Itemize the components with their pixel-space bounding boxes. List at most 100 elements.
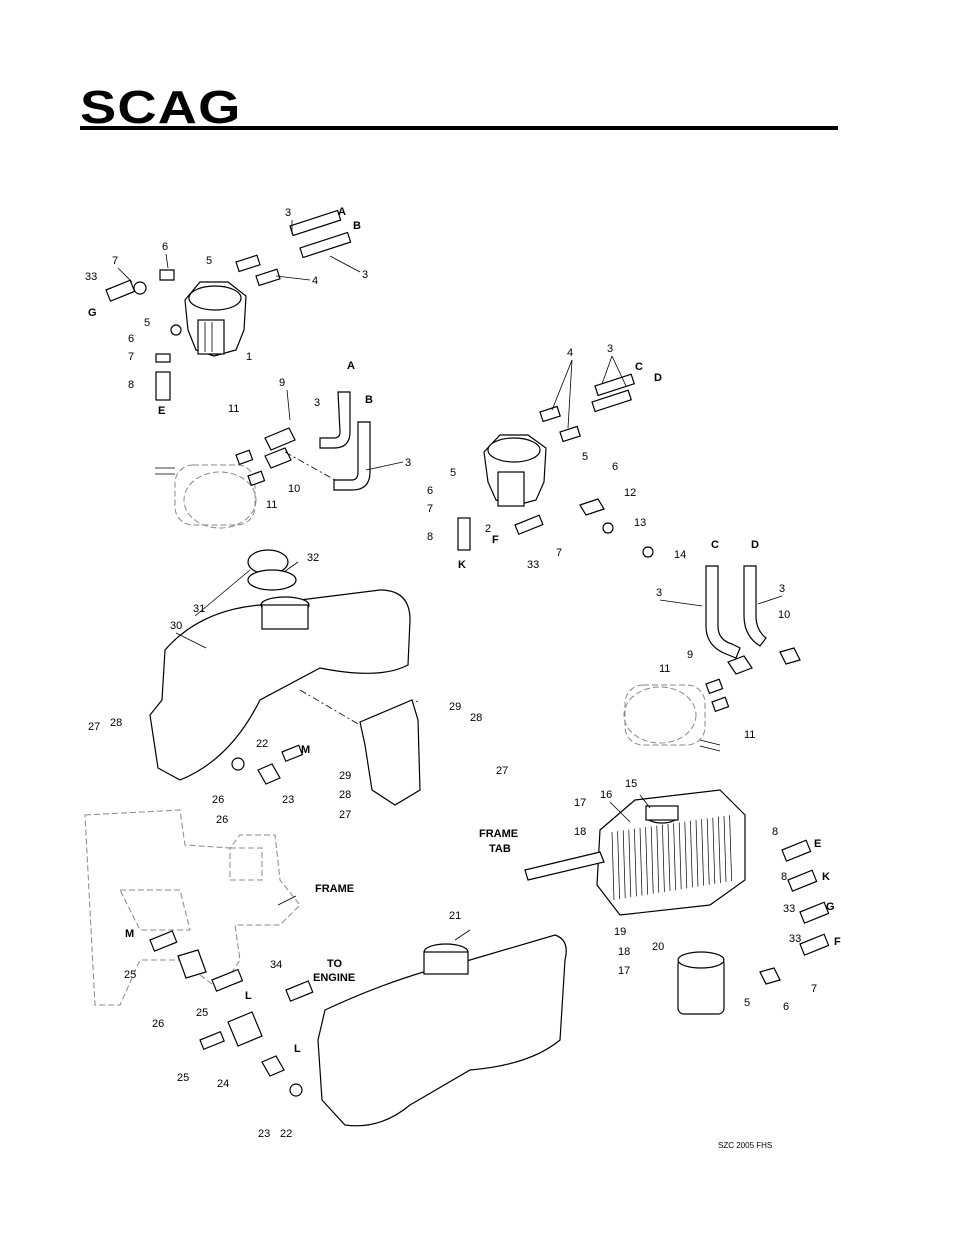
callout-label: 3 bbox=[607, 343, 613, 355]
callout-letter: K bbox=[822, 871, 830, 883]
callout-letter: E bbox=[158, 405, 165, 417]
callout-letter: E bbox=[814, 838, 821, 850]
callout-letter: A bbox=[338, 206, 346, 218]
callout-label: 9 bbox=[279, 377, 285, 389]
callout-label: 14 bbox=[674, 549, 686, 561]
callout-label: 16 bbox=[600, 789, 612, 801]
cooler-fin bbox=[690, 820, 693, 888]
callout-letter: L bbox=[294, 1043, 301, 1055]
callout-label: 7 bbox=[556, 547, 562, 559]
cooler-fin bbox=[611, 831, 615, 901]
leader-lines bbox=[117, 220, 783, 941]
cooler-fin bbox=[656, 825, 660, 893]
callout-labels: 3 A B 3 6 5 7 33 4 G 5 6 1 7 8 E A 9 3 B… bbox=[85, 206, 841, 1150]
callout-label: 6 bbox=[162, 241, 168, 253]
callout-letter: D bbox=[751, 539, 759, 551]
fuel-pump-upper-left bbox=[184, 281, 247, 357]
callout-label: 2 bbox=[485, 523, 491, 535]
callout-label: 3 bbox=[314, 397, 320, 409]
to-engine-label-line1: TO bbox=[327, 958, 343, 970]
oil-cooler-reservoir bbox=[524, 789, 746, 1015]
hydraulic-motor-left bbox=[155, 391, 371, 529]
callout-label: 5 bbox=[450, 467, 456, 479]
callout-label: 24 bbox=[217, 1078, 229, 1090]
reservoir-fittings bbox=[759, 839, 830, 985]
callout-label: 31 bbox=[193, 603, 205, 615]
callout-label: 33 bbox=[527, 559, 539, 571]
cooler-fin bbox=[695, 819, 699, 887]
hose-fittings-upper-left bbox=[105, 209, 352, 401]
to-engine-label-line2: ENGINE bbox=[313, 972, 355, 984]
callout-letter: K bbox=[458, 559, 466, 571]
callout-label: 7 bbox=[112, 255, 118, 267]
callout-label: 7 bbox=[128, 351, 134, 363]
callout-label: 6 bbox=[128, 333, 134, 345]
callout-label: 27 bbox=[88, 721, 100, 733]
callout-letter: D bbox=[654, 372, 662, 384]
hydraulic-motor-right bbox=[623, 565, 801, 752]
callout-label: 18 bbox=[574, 826, 586, 838]
callout-label: 6 bbox=[783, 1001, 789, 1013]
cooler-fin bbox=[628, 829, 632, 898]
callout-label: 11 bbox=[744, 729, 755, 741]
callout-label: 23 bbox=[282, 794, 294, 806]
callout-label: 23 bbox=[258, 1128, 270, 1140]
callout-label: 8 bbox=[128, 379, 134, 391]
cooler-fin bbox=[678, 822, 682, 890]
callout-label: 22 bbox=[256, 738, 268, 750]
cooler-fin bbox=[718, 816, 721, 883]
callout-label: 17 bbox=[574, 797, 586, 809]
cooler-fin bbox=[723, 815, 727, 883]
callout-letter: A bbox=[347, 360, 355, 372]
cooler-fin bbox=[712, 817, 716, 884]
callout-label: 26 bbox=[216, 814, 228, 826]
cooler-fin bbox=[706, 818, 710, 885]
callout-label: 20 bbox=[652, 941, 664, 953]
cooler-fin bbox=[673, 823, 676, 891]
callout-label: 30 bbox=[170, 620, 182, 632]
callout-label: 8 bbox=[781, 871, 787, 883]
callout-label: 28 bbox=[110, 717, 122, 729]
cooler-fin bbox=[617, 831, 620, 900]
frame-label: FRAME bbox=[315, 883, 354, 895]
callout-label: 26 bbox=[152, 1018, 164, 1030]
callout-label: 32 bbox=[307, 552, 319, 564]
callout-letter: B bbox=[353, 220, 361, 232]
callout-label: 27 bbox=[496, 765, 508, 777]
callout-label: 3 bbox=[779, 583, 785, 595]
callout-label: 33 bbox=[85, 271, 97, 283]
frame-tab-label-line1: FRAME bbox=[479, 828, 518, 840]
callout-label: 1 bbox=[246, 351, 252, 363]
cooler-fins bbox=[611, 815, 732, 901]
callout-label: 6 bbox=[612, 461, 618, 473]
callout-label: 11 bbox=[228, 403, 239, 415]
callout-label: 7 bbox=[427, 503, 433, 515]
callout-letter: B bbox=[365, 394, 373, 406]
callout-label: 12 bbox=[624, 487, 636, 499]
callout-label: 9 bbox=[687, 649, 693, 661]
cooler-fin bbox=[634, 828, 637, 897]
fuel-line-components bbox=[149, 744, 314, 1097]
cooler-fin bbox=[622, 830, 626, 899]
callout-label: 7 bbox=[811, 983, 817, 995]
callout-label: 10 bbox=[288, 483, 300, 495]
callout-label: 25 bbox=[177, 1072, 189, 1084]
cooler-fin bbox=[662, 824, 665, 892]
tank-bracket bbox=[359, 699, 421, 806]
callout-label: 11 bbox=[659, 663, 670, 675]
callout-label: 11 bbox=[266, 499, 277, 511]
callout-label: 3 bbox=[285, 207, 291, 219]
callout-label: 6 bbox=[427, 485, 433, 497]
callout-letter: M bbox=[301, 744, 310, 756]
callout-label: 8 bbox=[427, 531, 433, 543]
callout-label: 13 bbox=[634, 517, 646, 529]
callout-label: 5 bbox=[582, 451, 588, 463]
callout-label: 29 bbox=[449, 701, 461, 713]
callout-label: 33 bbox=[783, 903, 795, 915]
callout-label: 28 bbox=[339, 789, 351, 801]
callout-label: 8 bbox=[772, 826, 778, 838]
callout-letter: F bbox=[492, 534, 499, 546]
scag-logo: SCAG bbox=[80, 81, 242, 133]
callout-letter: L bbox=[245, 990, 252, 1002]
